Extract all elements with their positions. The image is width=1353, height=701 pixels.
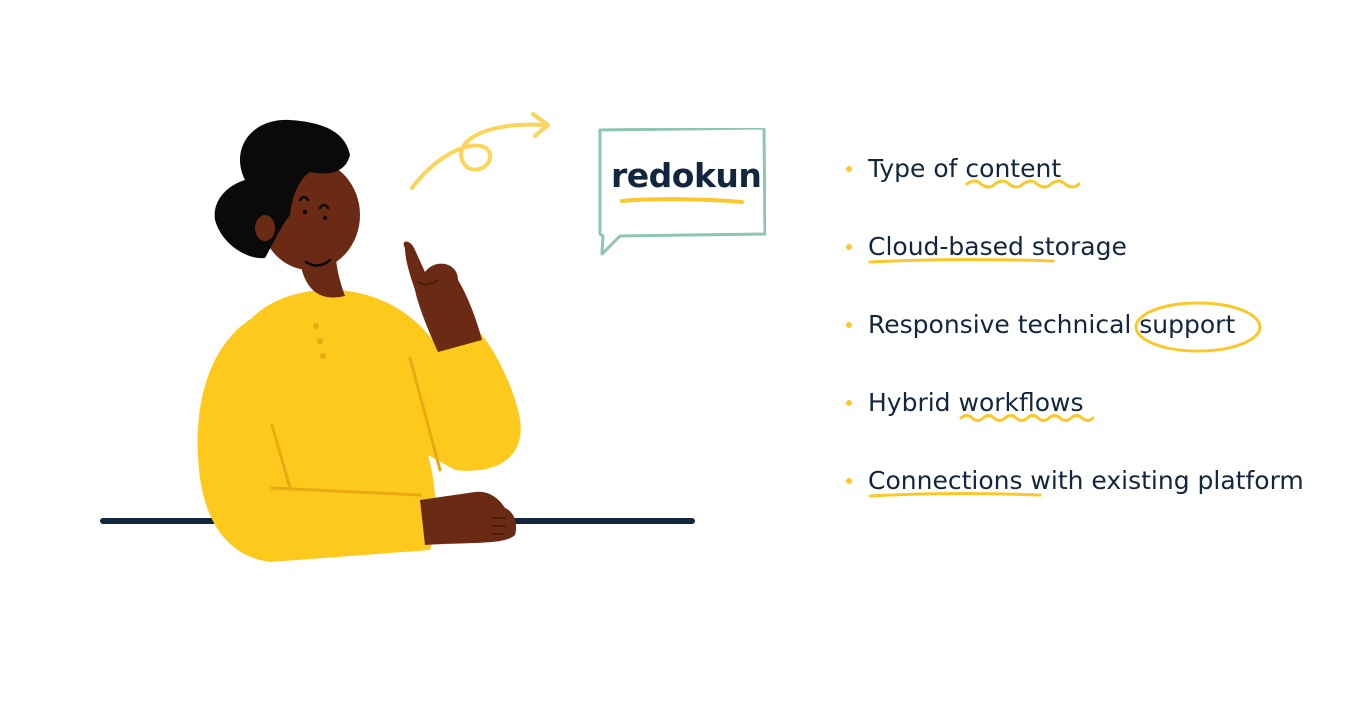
sweater — [197, 289, 521, 562]
bullet-icon — [846, 244, 852, 250]
redokun-logo: redokun — [611, 156, 762, 195]
list-item: Responsive technical support — [846, 301, 1326, 384]
list-item: Type of content — [846, 150, 1326, 228]
resting-hand — [420, 491, 517, 545]
highlighted-word: support — [1134, 301, 1262, 353]
bullet-icon — [846, 478, 852, 484]
pointing-hand — [403, 241, 482, 352]
item-text: Hybrid — [868, 388, 959, 417]
highlighted-word: Cloud-based — [868, 228, 1055, 266]
speech-bubble — [598, 128, 766, 256]
hair — [214, 119, 350, 259]
list-item: Hybrid workflows — [846, 384, 1326, 462]
feature-list: Type of content Cloud-based storage Resp… — [846, 150, 1326, 500]
highlighted-word: Connections — [868, 462, 1042, 500]
curly-arrow-icon — [410, 122, 547, 190]
highlighted-word: content — [965, 150, 1081, 189]
item-text: Type of — [868, 154, 966, 183]
bullet-icon — [846, 166, 852, 172]
highlighted-word: workflows — [959, 384, 1095, 422]
item-text: Responsive technical — [868, 310, 1140, 339]
person-illustration — [100, 112, 695, 562]
list-item: Connections with existing platform — [846, 462, 1326, 500]
bullet-icon — [846, 322, 852, 328]
bullet-icon — [846, 400, 852, 406]
list-item: Cloud-based storage — [846, 228, 1326, 306]
